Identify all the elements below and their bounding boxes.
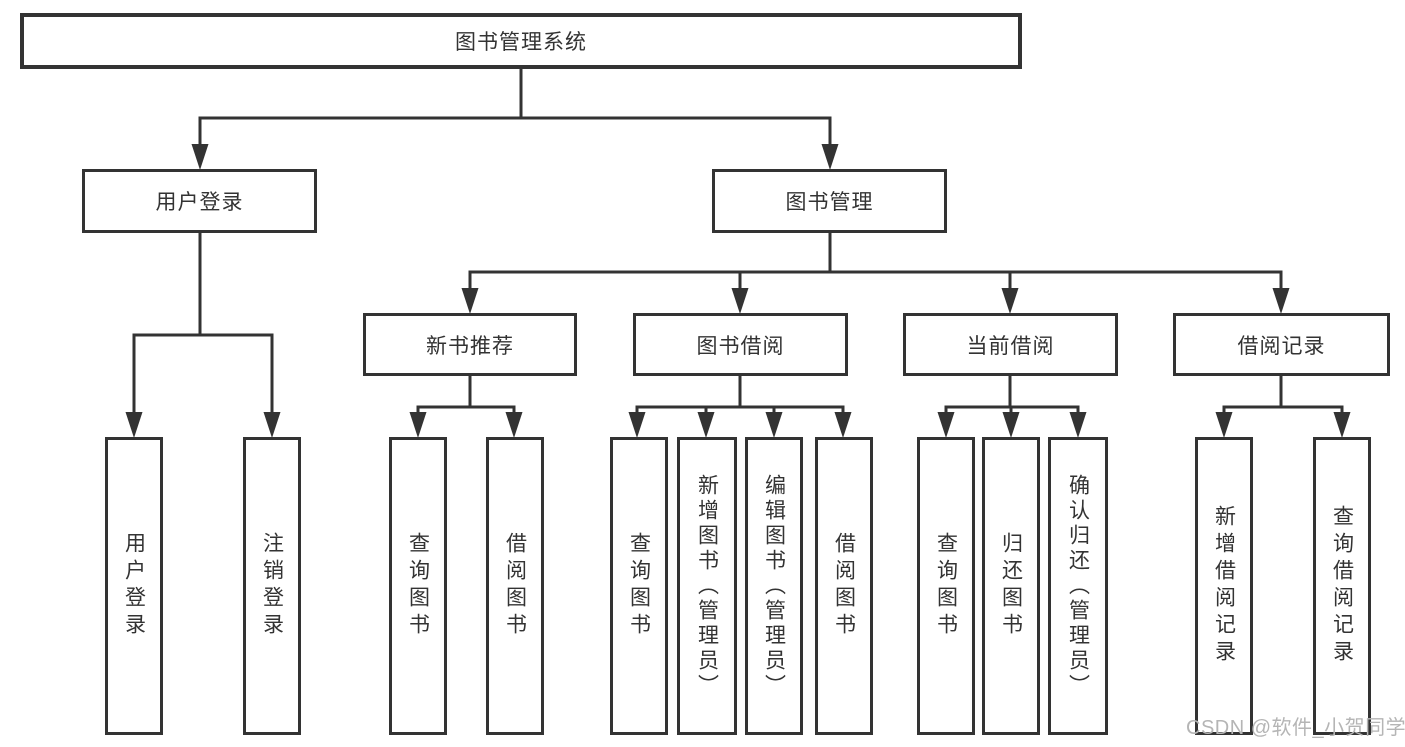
node-book-management: 图书管理 xyxy=(712,169,947,233)
leaf-cb-confirm-return-admin: 确认归还（管理员） xyxy=(1048,437,1108,735)
leaf-cb-return-books: 归还图书 xyxy=(982,437,1040,735)
leaf-cb-query-books: 查询图书 xyxy=(917,437,975,735)
leaf-bb-edit-books-admin: 编辑图书（管理员） xyxy=(745,437,803,735)
leaf-bb-add-books-admin: 新增图书（管理员） xyxy=(677,437,737,735)
node-root: 图书管理系统 xyxy=(20,13,1022,69)
leaf-logout: 注销登录 xyxy=(243,437,301,735)
branch-book-management-to-level3 xyxy=(461,233,1290,314)
leaf-bb-borrow-books: 借阅图书 xyxy=(815,437,873,735)
branch-book-borrow-to-leaves xyxy=(628,376,852,438)
leaf-nb-query-books: 查询图书 xyxy=(389,437,447,735)
leaf-rec-query-record: 查询借阅记录 xyxy=(1313,437,1371,735)
leaf-nb-borrow-books: 借阅图书 xyxy=(486,437,544,735)
node-user-login: 用户登录 xyxy=(82,169,317,233)
leaf-rec-add-record: 新增借阅记录 xyxy=(1195,437,1253,735)
branch-user-login-to-leaves xyxy=(125,233,281,438)
csdn-watermark: CSDN @软件_小贺同学 xyxy=(1186,717,1405,739)
node-borrow-records: 借阅记录 xyxy=(1173,313,1390,376)
node-current-borrow: 当前借阅 xyxy=(903,313,1118,376)
branch-borrow-records-to-leaves xyxy=(1215,376,1351,438)
leaf-user-login: 用户登录 xyxy=(105,437,163,735)
node-book-borrow: 图书借阅 xyxy=(633,313,848,376)
branch-current-borrow-to-leaves xyxy=(937,376,1087,438)
branch-new-book-recommend-to-leaves xyxy=(409,376,523,438)
leaf-bb-query-books: 查询图书 xyxy=(610,437,668,735)
node-new-book-recommend: 新书推荐 xyxy=(363,313,577,376)
branch-root-to-level2 xyxy=(191,69,839,170)
